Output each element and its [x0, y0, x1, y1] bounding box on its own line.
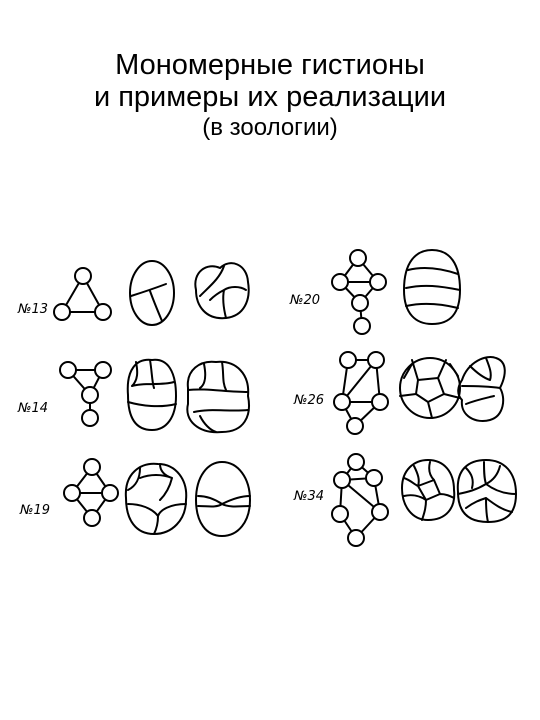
- node: [333, 393, 351, 411]
- node: [349, 249, 367, 267]
- graph-14: [59, 361, 112, 427]
- node: [353, 317, 371, 335]
- cell-sketch-13b: [194, 262, 250, 320]
- cell-sketch-20: [403, 249, 461, 325]
- graph-13: [53, 267, 112, 321]
- node: [53, 303, 71, 321]
- node: [94, 361, 112, 379]
- node: [347, 529, 365, 547]
- title-line-2: и примеры их реализации: [93, 81, 447, 113]
- label-26: №26: [293, 393, 324, 408]
- label-19: №19: [19, 503, 50, 518]
- node: [339, 351, 357, 369]
- diagram-34: №34: [293, 453, 517, 547]
- label-34: №34: [293, 489, 324, 504]
- cell-sketch-34b: [456, 459, 517, 523]
- node: [347, 453, 365, 471]
- cell-sketch-26b: [457, 356, 506, 422]
- cell-sketch-14a: [126, 358, 177, 431]
- node: [371, 503, 389, 521]
- title-line-1: Мономерные гистионы: [115, 49, 425, 81]
- diagram-13: №13: [17, 260, 250, 326]
- node: [94, 303, 112, 321]
- node: [74, 267, 92, 285]
- node: [369, 273, 387, 291]
- node: [101, 484, 119, 502]
- node: [83, 458, 101, 476]
- cell-sketch-19b: [195, 461, 251, 537]
- node: [81, 409, 99, 427]
- diagram-19: №19: [19, 458, 251, 537]
- title-line-3: (в зоологии): [202, 114, 338, 141]
- diagram-26: №26: [293, 351, 506, 435]
- label-13: №13: [17, 302, 48, 317]
- node: [371, 393, 389, 411]
- node: [331, 273, 349, 291]
- cell-sketch-34a: [401, 459, 456, 521]
- node: [346, 417, 364, 435]
- node: [333, 471, 351, 489]
- graph-20: [331, 249, 387, 335]
- node: [351, 294, 369, 312]
- node: [83, 509, 101, 527]
- node: [59, 361, 77, 379]
- graph-19: [63, 458, 119, 527]
- node: [63, 484, 81, 502]
- cell-sketch-26a: [399, 357, 461, 419]
- node: [331, 505, 349, 523]
- node: [367, 351, 385, 369]
- node: [81, 386, 99, 404]
- node: [365, 469, 383, 487]
- cell-sketch-13a: [129, 260, 175, 326]
- graph-34: [331, 453, 389, 547]
- cell-sketch-14b: [186, 360, 250, 434]
- label-20: №20: [289, 293, 320, 308]
- diagram-14: №14: [17, 358, 250, 434]
- label-14: №14: [17, 401, 48, 416]
- graph-26: [333, 351, 389, 435]
- diagram-20: №20: [289, 249, 461, 335]
- cell-sketch-19a: [124, 462, 188, 535]
